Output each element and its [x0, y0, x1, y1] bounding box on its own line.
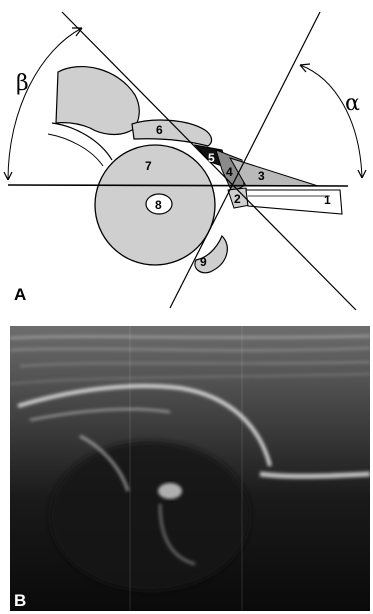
label-3: 3 — [258, 169, 265, 183]
alpha-arc — [300, 65, 362, 178]
panel-label-a: A — [14, 285, 26, 304]
hip-diagram-panel-a: β α 1 2 3 4 5 6 7 8 9 A — [0, 0, 373, 310]
ossification-echo — [158, 483, 182, 499]
beta-label: β — [16, 71, 29, 96]
beta-arrowhead-top — [72, 28, 82, 36]
label-7: 7 — [145, 159, 152, 173]
alpha-arrowhead — [300, 64, 310, 72]
ultrasound-image-panel-b: B — [10, 326, 370, 611]
label-1: 1 — [324, 193, 331, 207]
label-8: 8 — [155, 198, 162, 212]
baseline-line — [8, 185, 348, 186]
alpha-label: α — [345, 91, 360, 116]
structure-3-shape — [230, 158, 318, 186]
label-9: 9 — [200, 255, 207, 269]
label-5: 5 — [208, 151, 215, 165]
label-6: 6 — [156, 123, 163, 137]
femoral-head-echo — [50, 441, 250, 591]
acetabular-inner-curve — [48, 134, 103, 166]
panel-label-b: B — [14, 591, 26, 610]
label-4: 4 — [226, 165, 233, 179]
ilium-shape — [56, 67, 139, 135]
label-2: 2 — [234, 192, 241, 206]
